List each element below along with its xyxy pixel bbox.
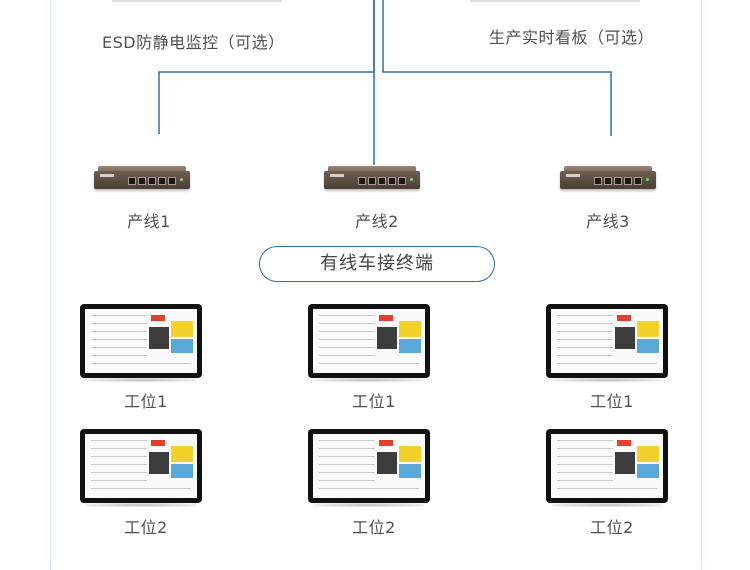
- wire-to-line1: [158, 0, 375, 134]
- network-switch-icon: [324, 166, 420, 192]
- station-label: 工位1: [590, 392, 634, 411]
- line-2-label: 产线2: [355, 212, 399, 231]
- esd-monitor-label: ESD防静电监控（可选）: [102, 33, 285, 52]
- station-label: 工位1: [124, 392, 168, 411]
- top-divider-left: [112, 0, 282, 2]
- line-3-label: 产线3: [586, 212, 630, 231]
- network-switch-icon: [94, 166, 190, 192]
- line-1-label: 产线1: [127, 212, 171, 231]
- monitor-icon: [546, 429, 668, 507]
- station-label: 工位2: [124, 518, 168, 537]
- monitor-icon: [546, 304, 668, 382]
- monitor-icon: [308, 304, 430, 382]
- station-label: 工位2: [352, 518, 396, 537]
- wired-terminal-label: 有线车接终端: [259, 246, 495, 282]
- monitor-icon: [308, 429, 430, 507]
- wire-to-line3: [382, 0, 612, 136]
- station-label: 工位2: [590, 518, 634, 537]
- network-switch-icon: [560, 166, 656, 192]
- connection-wires: [158, 0, 612, 165]
- station-label: 工位1: [352, 392, 396, 411]
- monitor-icon: [80, 429, 202, 507]
- monitor-icon: [80, 304, 202, 382]
- top-divider-right: [470, 0, 640, 2]
- production-board-label: 生产实时看板（可选）: [489, 28, 655, 47]
